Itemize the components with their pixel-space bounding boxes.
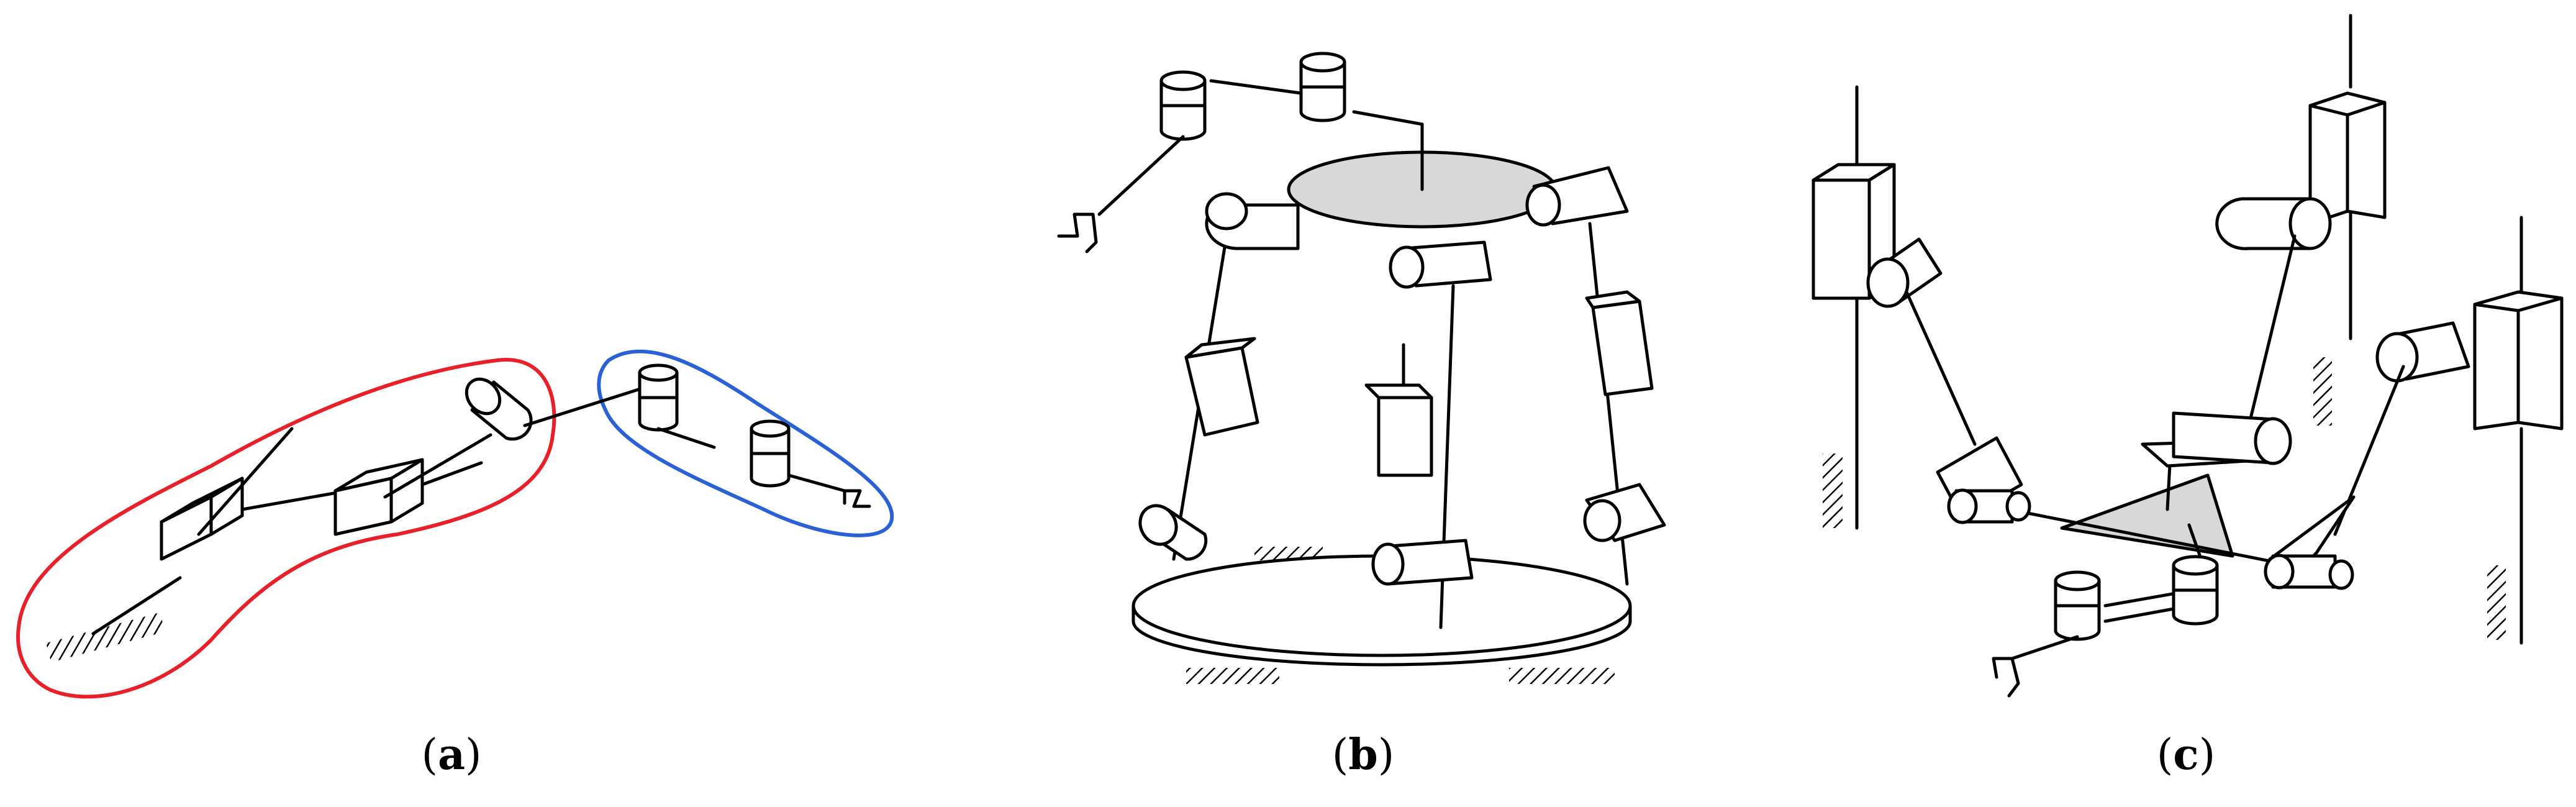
wrist-cylinder-2 [750,419,846,493]
leg-b3-prismatic [1585,290,1654,396]
panel-a-diagram [16,349,894,699]
wrist-c [1992,523,2219,698]
column-c3-joint [2375,321,2470,383]
leg-b3-bottom-joint [1583,483,1666,542]
ground-hatch-b2 [1509,668,1615,684]
platform-c-joint-top [2141,411,2292,468]
ground-hatch-c2 [2313,357,2332,426]
prismatic-joint-2 [333,433,492,536]
ground-hatch-c1 [1823,454,1843,528]
leg-b3-top-joint [1525,166,1629,227]
leg-b2-bottom-joint [1371,539,1474,586]
platform-c-joint-right [2264,495,2356,590]
column-c3-box [2473,290,2564,431]
wrist-b [1057,52,1424,253]
panel-a-caption: (a) [421,730,482,780]
base-platform [1132,554,1632,667]
serial-group-outline [16,358,556,699]
leg-b1-prismatic [1184,337,1259,437]
leg-b1-top-joint [1205,192,1300,250]
panel-b-label: b [1348,730,1378,780]
column-c2-box [2308,91,2387,226]
panel-c-label: c [2173,730,2199,780]
panel-b-caption: (b) [1331,730,1395,780]
wrist-cylinder-1 [638,363,716,449]
gripper-a [843,489,871,508]
panel-c-diagram [1812,14,2564,698]
platform-c-joint-left [1936,436,2031,524]
ground-hatch-a [46,612,165,663]
leg-b2-prismatic [1364,343,1433,477]
revolute-joint-a1 [465,377,654,441]
moving-platform-c [2060,473,2234,558]
panel-a-label: a [437,730,466,780]
prismatic-joint-1 [160,427,350,561]
column-c2-joint [2215,197,2332,250]
panel-c-caption: (c) [2156,730,2216,780]
leg-b1-bottom-joint [1138,504,1208,561]
panel-b-diagram [1057,52,1666,684]
ground-hatch-b1 [1186,668,1279,684]
wrist-group-outline [597,349,894,537]
leg-b2-top-joint [1389,240,1492,289]
ground-hatch-c3 [2487,565,2506,640]
column-c1-joint [1866,237,1943,308]
